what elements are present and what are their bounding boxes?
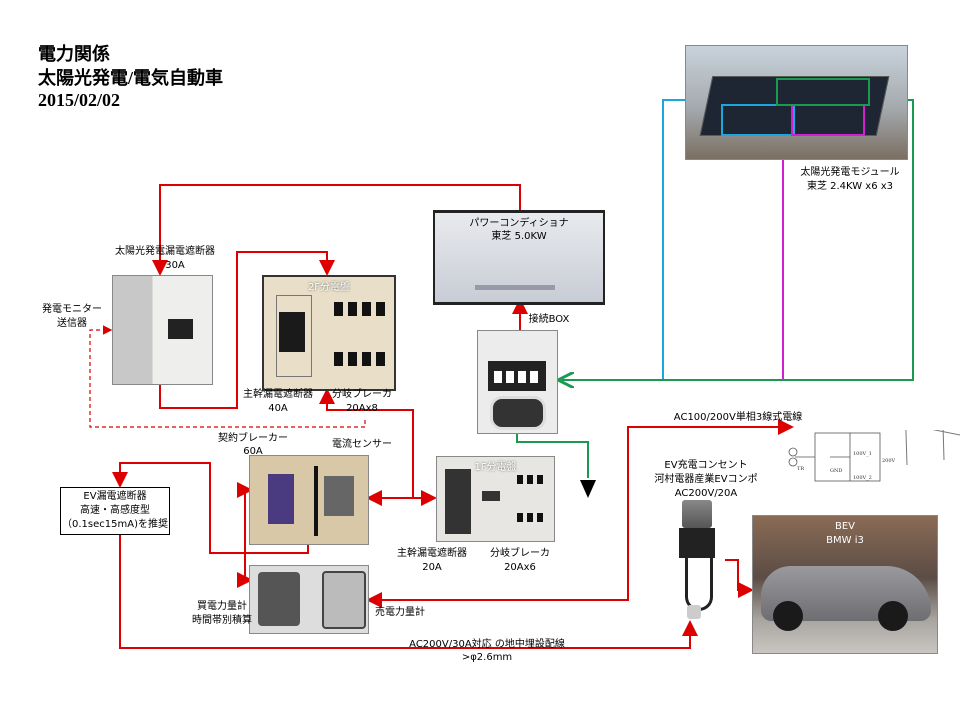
ev-breaker-line3: （0.1sec15mA)を推奨 xyxy=(62,519,168,530)
wire-solar-breaker-to-2f xyxy=(159,251,335,409)
panel-2f-branch-rating: 20Ax8 xyxy=(346,403,378,414)
panel-2f-label: 2F分電盤 xyxy=(307,282,351,293)
solar-module-spec: 東芝 2.4KW x6 x3 xyxy=(806,181,894,192)
power-conditioner-label: パワーコンディショナ xyxy=(469,218,569,229)
meters-photo xyxy=(249,565,369,634)
contract-breaker-label: 契約ブレーカー xyxy=(218,433,288,444)
junction-box-label: 接続BOX xyxy=(528,314,570,325)
ev-outlet-label: EV充電コンセント xyxy=(664,460,748,471)
ev-breaker-line2: 高速・高感度型 xyxy=(80,505,150,516)
ev-breaker-line1: EV漏電遮断器 xyxy=(83,491,147,502)
circuit-label-tr: TR xyxy=(797,466,804,472)
ev-outlet-spec: AC200V/20A xyxy=(674,488,738,499)
power-conditioner-spec: 東芝 5.0KW xyxy=(491,231,547,242)
wire-pcs-to-solar-breaker xyxy=(152,184,521,276)
panel-2f-branch-label: 分岐ブレーカ xyxy=(332,389,392,400)
car-photo: BEV BMW i3 xyxy=(752,515,938,654)
circuit-label-100v2: 100V_2 xyxy=(853,475,872,481)
car-label-model: BMW i3 xyxy=(826,535,864,546)
contract-breaker-rating: 60A xyxy=(243,446,263,457)
sell-meter-label: 売電力量計 xyxy=(375,607,425,618)
grid-label: AC100/200V単相3線式電線 xyxy=(673,412,803,423)
wire-breaker-to-meter xyxy=(237,482,253,588)
string-cyan xyxy=(662,99,685,380)
circuit-label-gnd: GND xyxy=(830,468,842,474)
wire-grid-to-sell-meter xyxy=(366,419,794,608)
solar-breaker-rating: 30A xyxy=(165,260,185,271)
title-line2: 太陽光発電/電気自動車 xyxy=(38,68,223,88)
monitor-label-1: 発電モニター xyxy=(42,304,102,315)
panel-1f-label: 1F分電盤 xyxy=(474,462,517,473)
circuit-label-100v1: 100V_1 xyxy=(853,451,872,457)
panel-1f-photo: 1F分電盤 xyxy=(436,456,555,542)
contract-breaker-photo xyxy=(249,455,369,545)
panel-1f-branch-rating: 20Ax6 xyxy=(504,562,536,573)
title-date: 2015/02/02 xyxy=(38,90,121,110)
junction-box-photo xyxy=(477,330,558,434)
box-ground-green xyxy=(516,432,589,478)
panel-2f-photo: 2F分電盤 xyxy=(262,275,396,391)
wire-to-ev-breaker xyxy=(112,462,309,554)
panel-2f-main-label: 主幹漏電遮断器 xyxy=(243,389,313,400)
solar-roof-photo xyxy=(685,45,908,160)
monitor-signal-dashed xyxy=(89,325,366,428)
buy-meter-label: 買電力量計 xyxy=(197,601,247,612)
ground-arrow-icon xyxy=(580,480,596,498)
solar-module-label: 太陽光発電モジュール xyxy=(800,167,900,178)
panel-1f-branch-label: 分岐ブレーカ xyxy=(490,548,550,559)
underground-label: AC200V/30A対応 の地中埋設配線 xyxy=(409,639,565,650)
underground-spec: >φ2.6mm xyxy=(461,652,513,663)
monitor-label-2: 送信器 xyxy=(57,318,87,329)
panel-1f-main-rating: 20A xyxy=(422,562,442,573)
ev-outlet-photo xyxy=(677,500,717,620)
power-conditioner-photo: パワーコンディショナ 東芝 5.0KW xyxy=(433,210,605,305)
ev-breaker-box: EV漏電遮断器 高速・高感度型 （0.1sec15mA)を推奨 xyxy=(60,487,170,535)
grid-circuit-diagram: 100V_1 100V_2 200V TR GND xyxy=(788,430,960,482)
circuit-label-200v: 200V xyxy=(882,458,896,464)
title-line1: 電力関係 xyxy=(38,44,110,64)
solar-breaker-photo xyxy=(112,275,213,385)
car-label-type: BEV xyxy=(834,521,856,532)
string-green xyxy=(562,99,914,380)
solar-breaker-label: 太陽光発電漏電遮断器 xyxy=(115,246,215,257)
utility-pole-icon xyxy=(905,430,960,466)
ev-outlet-maker: 河村電器産業EVコンポ xyxy=(654,474,758,485)
panel-1f-main-label: 主幹漏電遮断器 xyxy=(397,548,467,559)
wire-outlet-to-car xyxy=(725,559,754,598)
buy-meter-sub: 時間帯別積算 xyxy=(192,615,252,626)
wire-underground xyxy=(119,535,698,649)
current-sensor-label: 電流センサー xyxy=(332,439,392,450)
panel-2f-main-rating: 40A xyxy=(268,403,288,414)
